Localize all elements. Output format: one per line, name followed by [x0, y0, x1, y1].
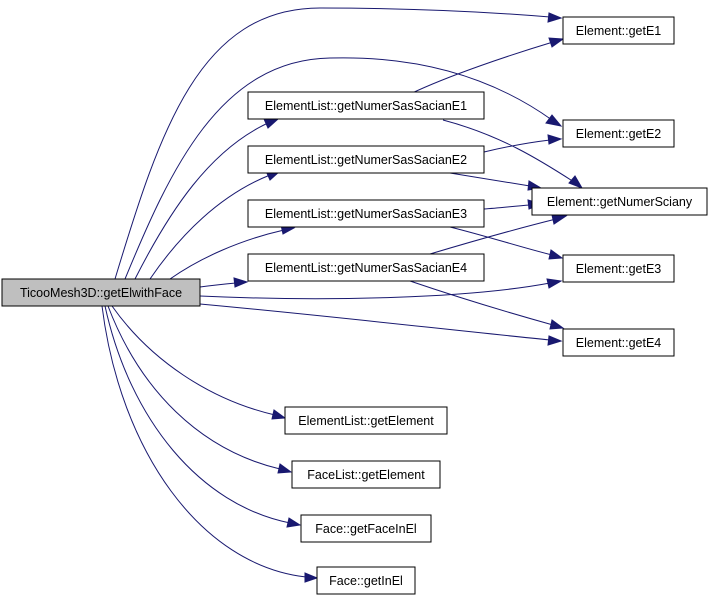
edge-root-to-getE4	[199, 303, 551, 341]
arrowhead-sasE3-getE3	[548, 249, 564, 260]
node-face-getFaceInEl[interactable]: Face::getFaceInEl	[300, 514, 432, 543]
edge-root-to-sasE3	[169, 229, 285, 280]
arrowhead-elist-getElement	[271, 409, 287, 420]
node-element-getE4[interactable]: Element::getE4	[562, 328, 675, 357]
arrowhead-sasE4-sciany	[551, 214, 568, 225]
edge-root-to-getE2	[124, 57, 553, 280]
node-flist-getElement-box	[291, 460, 441, 489]
node-elist-sasE4-label: ElementList::getNumerSasSacianE4	[265, 261, 467, 275]
node-elist-sasE2-label: ElementList::getNumerSasSacianE2	[265, 153, 467, 167]
node-face-getFaceInEl-label: Face::getFaceInEl	[315, 522, 416, 536]
node-elist-sasE1[interactable]: ElementList::getNumerSasSacianE1	[247, 91, 485, 120]
node-elist-sasE1-label: ElementList::getNumerSasSacianE1	[265, 99, 467, 113]
edge-sasE2-to-getE2	[483, 139, 551, 153]
node-elist-sasE2-box	[247, 145, 485, 174]
node-elist-sasE3-label: ElementList::getNumerSasSacianE3	[265, 207, 467, 221]
node-face-getInEl[interactable]: Face::getInEl	[316, 566, 416, 595]
node-elist-sasE3[interactable]: ElementList::getNumerSasSacianE3	[247, 199, 485, 228]
arrowhead-getE4	[547, 335, 563, 346]
edge-root-to-elist-getElement	[111, 305, 276, 416]
arrowhead-getE2	[545, 114, 563, 127]
node-elist-sasE3-box	[247, 199, 485, 228]
node-element-getE1-label: Element::getE1	[576, 24, 662, 38]
nodes: TicooMesh3D::getElwithFace Element::getE…	[1, 16, 708, 595]
arrowhead-sasE1-getE1	[548, 37, 565, 48]
arrowhead-flist-getElement	[277, 463, 293, 474]
edge-root-to-flist-getElement	[107, 305, 281, 470]
edge-root-to-sasE4	[199, 282, 237, 288]
arrowhead-sasE2-getE2	[547, 134, 563, 145]
node-flist-getElement[interactable]: FaceList::getElement	[291, 460, 441, 489]
edge-sasE3-to-getE3	[449, 226, 553, 256]
node-element-getE2-box	[562, 119, 675, 148]
node-elist-getElement-box	[284, 406, 448, 435]
node-element-getNumerSciany[interactable]: Element::getNumerSciany	[531, 187, 708, 216]
node-elist-getElement[interactable]: ElementList::getElement	[284, 406, 448, 435]
edge-sasE4-to-getE4	[409, 280, 554, 326]
edge-sasE1-to-getE1	[409, 41, 554, 95]
node-element-getNumerSciany-label: Element::getNumerSciany	[547, 195, 693, 209]
node-element-getE3-label: Element::getE3	[576, 262, 662, 276]
node-element-getE3[interactable]: Element::getE3	[562, 254, 675, 283]
arrowhead-getE1	[547, 12, 563, 23]
arrowhead-sasE4	[233, 277, 249, 288]
arrowhead-sasE1	[263, 118, 280, 129]
node-element-getE1[interactable]: Element::getE1	[562, 16, 675, 45]
node-element-getE3-box	[562, 254, 675, 283]
node-face-getFaceInEl-box	[300, 514, 432, 543]
node-element-getE4-box	[562, 328, 675, 357]
arrowhead-sasE4-getE4	[549, 319, 565, 330]
edge-root-to-getE3	[199, 282, 551, 300]
arrowhead-face-getFaceInEl	[286, 517, 302, 528]
edge-root-to-getE1	[114, 7, 551, 280]
node-root-label: TicooMesh3D::getElwithFace	[20, 286, 182, 300]
edge-sasE4-to-sciany	[429, 218, 557, 255]
arrowhead-face-getInEl	[304, 572, 319, 583]
node-elist-sasE1-box	[247, 91, 485, 120]
node-elist-sasE4-box	[247, 253, 485, 282]
arrowhead-getE3	[546, 278, 563, 289]
node-root[interactable]: TicooMesh3D::getElwithFace	[1, 278, 201, 307]
node-root-box	[1, 278, 201, 307]
node-face-getInEl-label: Face::getInEl	[329, 574, 403, 588]
node-element-getE4-label: Element::getE4	[576, 336, 662, 350]
node-element-getNumerSciany-box	[531, 187, 708, 216]
node-element-getE1-box	[562, 16, 675, 45]
edge-root-to-sasE2	[149, 174, 271, 280]
node-elist-sasE2[interactable]: ElementList::getNumerSasSacianE2	[247, 145, 485, 174]
arrowhead-sasE1-sciany	[568, 175, 584, 189]
node-face-getInEl-box	[316, 566, 416, 595]
edge-root-to-face-getInEl	[101, 305, 307, 578]
node-element-getE2-label: Element::getE2	[576, 127, 662, 141]
edge-root-to-face-getFaceInEl	[104, 305, 291, 524]
node-flist-getElement-label: FaceList::getElement	[307, 468, 425, 482]
node-elist-getElement-label: ElementList::getElement	[298, 414, 434, 428]
edge-sasE2-to-sciany	[449, 172, 531, 187]
node-elist-sasE4[interactable]: ElementList::getNumerSasSacianE4	[247, 253, 485, 282]
node-element-getE2[interactable]: Element::getE2	[562, 119, 675, 148]
edge-sasE1-to-sciany	[442, 119, 575, 183]
edge-sasE3-to-sciany	[483, 204, 531, 210]
edge-root-to-sasE1	[134, 122, 269, 280]
